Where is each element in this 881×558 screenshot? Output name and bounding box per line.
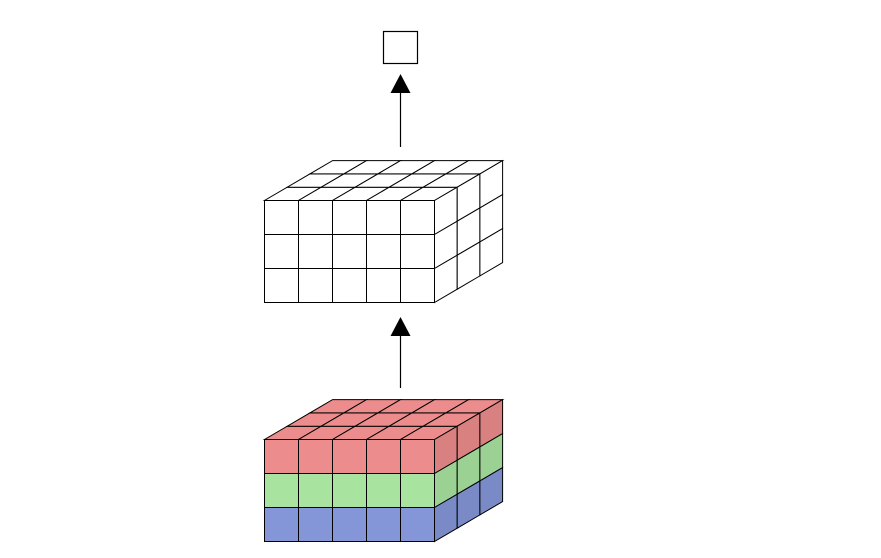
side-cell: [479, 466, 504, 516]
front-cell: [298, 439, 333, 474]
front-cell: [400, 268, 435, 303]
front-cell: [332, 473, 367, 508]
hidden-feature-block: [262, 159, 505, 304]
front-cell: [366, 473, 401, 508]
front-cell: [298, 473, 333, 508]
front-cell: [366, 268, 401, 303]
front-cell: [366, 234, 401, 269]
front-cell: [264, 473, 299, 508]
front-cell: [366, 200, 401, 235]
front-cell: [332, 507, 367, 542]
output-square: [382, 30, 419, 65]
arrow-to-output: [390, 74, 411, 147]
front-cell: [298, 507, 333, 542]
front-cell: [298, 268, 333, 303]
input-rgb-block: [262, 398, 505, 543]
front-cell: [264, 268, 299, 303]
front-cell: [264, 200, 299, 235]
front-cell: [400, 439, 435, 474]
front-cell: [332, 439, 367, 474]
front-cell: [264, 234, 299, 269]
front-cell: [332, 234, 367, 269]
front-cell: [400, 473, 435, 508]
side-cell: [479, 227, 504, 277]
front-cell: [400, 507, 435, 542]
arrow-head: [390, 74, 411, 93]
front-cell: [366, 507, 401, 542]
front-cell: [366, 439, 401, 474]
front-cell: [332, 200, 367, 235]
front-cell: [298, 200, 333, 235]
output-unit: [382, 30, 419, 65]
front-cell: [400, 200, 435, 235]
front-cell: [298, 234, 333, 269]
front-cell: [264, 439, 299, 474]
front-cell: [400, 234, 435, 269]
front-cell: [264, 507, 299, 542]
arrow-head: [390, 317, 411, 336]
arrow-to-hidden: [390, 317, 411, 388]
front-cell: [332, 268, 367, 303]
